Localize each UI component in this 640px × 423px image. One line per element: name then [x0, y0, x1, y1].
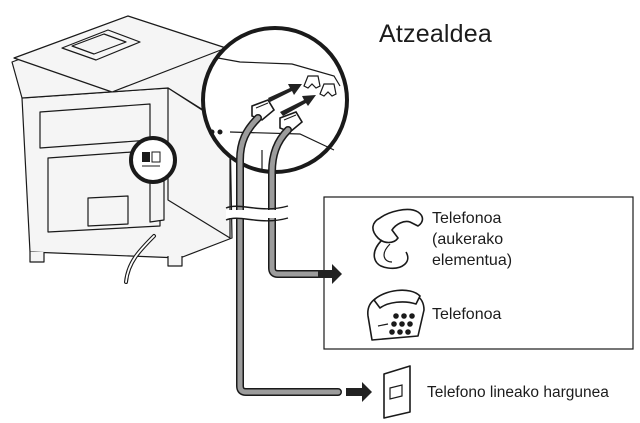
handset-label: Telefonoa (aukerako elementua)	[432, 208, 512, 271]
cable-telephone	[268, 126, 322, 278]
printer	[11, 15, 233, 267]
handset-icon	[372, 208, 424, 270]
line-port	[303, 75, 321, 89]
zoom-circle	[201, 26, 349, 174]
wall-jack-label: Telefono lineako hargunea	[427, 384, 609, 401]
handset-label-line3: elementua)	[432, 252, 513, 269]
cable-phone-line	[236, 114, 342, 396]
arrow-to-wall-jack	[346, 382, 372, 402]
plug-arrow-tel	[280, 95, 316, 116]
desk-phone-icon	[367, 289, 425, 341]
arrow-to-devices	[318, 264, 342, 284]
wall-jack-icon	[383, 365, 411, 419]
cable-break-symbol	[225, 205, 289, 222]
port-highlight-circle	[129, 136, 177, 184]
diagram-title: Atzealdea	[379, 20, 492, 48]
plug-arrow-line	[268, 84, 302, 102]
handset-label-line1: Telefonoa	[432, 210, 502, 227]
phone-label: Telefonoa	[432, 306, 502, 323]
tel-port	[319, 83, 337, 97]
handset-label-line2: (aukerako	[432, 231, 504, 248]
